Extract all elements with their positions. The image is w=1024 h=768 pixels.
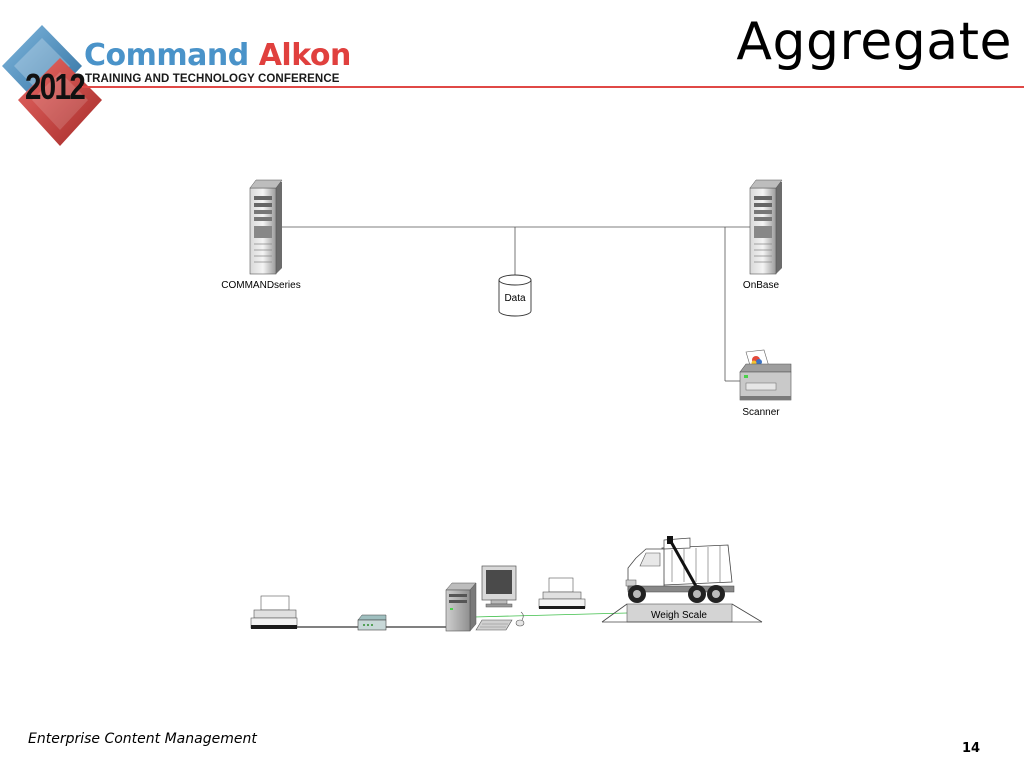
scanner-icon — [739, 349, 792, 401]
page-number: 14 — [962, 741, 981, 756]
dump-truck-icon — [625, 536, 735, 603]
left-printer-icon — [250, 595, 298, 629]
header-rule — [82, 86, 1024, 88]
onbase-server-icon — [749, 179, 783, 275]
commandseries-server-icon — [249, 179, 283, 275]
logo-tagline: TRAINING AND TECHNOLOGY CONFERENCE — [85, 73, 340, 85]
top-network-lines — [281, 226, 750, 382]
pc-tower-icon — [445, 582, 477, 632]
slide-title: Aggregate — [736, 12, 1012, 72]
logo-brand-name: Command Alkon — [84, 38, 351, 73]
logo-brand-command: Command — [84, 38, 249, 73]
mouse-icon — [515, 611, 525, 627]
commandseries-label: COMMANDseries — [221, 280, 300, 291]
data-label: Data — [504, 293, 526, 304]
database-cylinder-icon — [498, 274, 532, 317]
onbase-label: OnBase — [743, 280, 780, 291]
modem-icon — [357, 614, 387, 631]
conference-logo — [2, 25, 102, 146]
right-printer-icon — [538, 577, 586, 609]
keyboard-icon — [475, 619, 513, 631]
bottom-network-lines — [296, 612, 628, 628]
monitor-icon — [481, 565, 517, 608]
scanner-label: Scanner — [742, 407, 780, 418]
weigh-scale-label: Weigh Scale — [651, 610, 707, 621]
weigh-scale-icon — [601, 603, 763, 623]
logo-brand-alkon: Alkon — [258, 38, 352, 73]
footer-text: Enterprise Content Management — [28, 731, 257, 747]
logo-year: 2012 — [25, 66, 86, 107]
